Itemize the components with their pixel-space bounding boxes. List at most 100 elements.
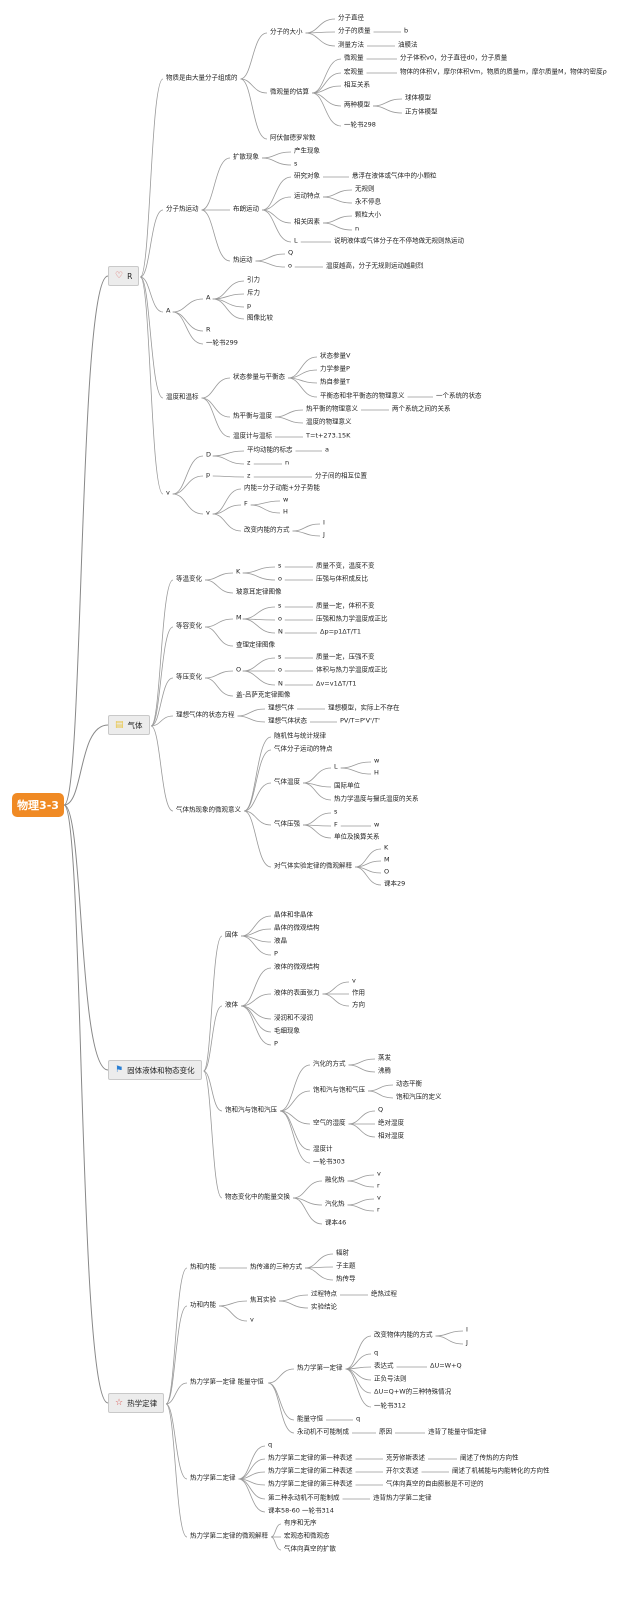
- topic-node[interactable]: 盖-吕萨克定律图像: [236, 690, 291, 699]
- topic-node[interactable]: 等压变化: [176, 672, 202, 681]
- topic-node[interactable]: 查理定律图像: [236, 640, 275, 649]
- topic-node[interactable]: 两种模型: [344, 100, 370, 109]
- topic-node[interactable]: 正方体模型: [405, 107, 438, 116]
- topic-node[interactable]: 固体: [225, 930, 238, 939]
- topic-node[interactable]: 微观量的估算: [270, 87, 309, 96]
- topic-node[interactable]: 状态参量V: [320, 351, 351, 360]
- topic-node[interactable]: 一轮书299: [206, 338, 238, 347]
- topic-node[interactable]: 热力学温度与摄氏温度的关系: [334, 794, 419, 803]
- topic-node[interactable]: 研究对象: [294, 171, 320, 180]
- topic-node[interactable]: 布朗运动: [233, 204, 259, 213]
- topic-node[interactable]: 能量守恒: [297, 1414, 323, 1423]
- topic-node[interactable]: 热传递的三种方式: [250, 1262, 302, 1271]
- topic-node[interactable]: 温度计与温标: [233, 431, 272, 440]
- topic-node[interactable]: 实验结论: [311, 1302, 337, 1311]
- topic-node[interactable]: 理想气体: [268, 703, 294, 712]
- topic-node[interactable]: D: [206, 450, 212, 459]
- topic-node[interactable]: 理想气体状态: [268, 716, 307, 725]
- topic-node[interactable]: 有序和无序: [284, 1518, 317, 1527]
- topic-node[interactable]: o: [288, 261, 292, 270]
- topic-node[interactable]: Q: [378, 1105, 384, 1114]
- topic-node[interactable]: 说明液体或气体分子在不停地做无规则热运动: [334, 236, 464, 245]
- topic-node[interactable]: 改变物体内能的方式: [374, 1330, 433, 1339]
- topic-node[interactable]: v: [206, 508, 210, 517]
- topic-node[interactable]: N: [278, 679, 283, 688]
- topic-node[interactable]: L: [294, 236, 298, 245]
- topic-node[interactable]: q: [374, 1348, 379, 1357]
- topic-node[interactable]: n: [355, 224, 360, 233]
- topic-node[interactable]: 悬浮在液体或气体中的小颗粒: [352, 171, 437, 180]
- topic-node[interactable]: w: [283, 495, 289, 504]
- topic-node[interactable]: 相关因素: [294, 217, 320, 226]
- topic-node[interactable]: 颗粒大小: [355, 210, 381, 219]
- topic-node[interactable]: a: [325, 445, 329, 454]
- topic-node[interactable]: I: [323, 518, 325, 527]
- topic-node[interactable]: 改变内能的方式: [244, 525, 290, 534]
- topic-node[interactable]: 克劳修斯表述: [386, 1453, 425, 1462]
- topic-node[interactable]: 图像比较: [247, 313, 273, 322]
- topic-node[interactable]: F: [334, 820, 338, 829]
- topic-node[interactable]: 热力学第一定律: [297, 1363, 343, 1372]
- topic-node[interactable]: 子主题: [336, 1261, 356, 1270]
- topic-node[interactable]: q: [268, 1440, 273, 1449]
- topic-node[interactable]: s: [278, 561, 282, 570]
- topic-node[interactable]: 状态参量与平衡态: [233, 372, 285, 381]
- topic-node[interactable]: J: [323, 530, 325, 539]
- topic-node[interactable]: v: [166, 488, 170, 497]
- topic-node[interactable]: 毛细现象: [274, 1026, 300, 1035]
- topic-node[interactable]: 等容变化: [176, 621, 202, 630]
- topic-node[interactable]: K: [384, 843, 389, 852]
- topic-node[interactable]: 气体向真空的自由膨胀是不可逆的: [386, 1479, 484, 1488]
- topic-node[interactable]: 热传导: [336, 1274, 356, 1283]
- topic-node[interactable]: 玻意耳定律图像: [236, 587, 282, 596]
- topic-node[interactable]: 产生现象: [294, 146, 320, 155]
- topic-node[interactable]: 正负号法则: [374, 1374, 407, 1383]
- topic-node[interactable]: ΔU=Q+W的三种特殊情况: [374, 1387, 452, 1396]
- topic-node[interactable]: 焦耳实验: [250, 1295, 276, 1304]
- topic-node[interactable]: n: [285, 458, 290, 467]
- topic-node[interactable]: 一轮书312: [374, 1401, 406, 1410]
- topic-node[interactable]: 理想模型，实际上不存在: [328, 703, 400, 712]
- topic-node[interactable]: 热自参量T: [320, 377, 350, 386]
- topic-node[interactable]: 课本29: [384, 879, 406, 888]
- topic-node[interactable]: 液晶: [274, 936, 287, 945]
- topic-node[interactable]: O: [236, 665, 242, 674]
- topic-node[interactable]: P: [274, 949, 278, 958]
- topic-node[interactable]: 运动特点: [294, 191, 320, 200]
- topic-node[interactable]: 饱和汽与饱和汽压: [225, 1105, 277, 1114]
- topic-node[interactable]: 分子直径: [338, 13, 364, 22]
- topic-node[interactable]: v: [352, 976, 356, 985]
- topic-node[interactable]: 单位及换算关系: [334, 832, 380, 841]
- topic-node[interactable]: 汽化的方式: [313, 1059, 346, 1068]
- topic-node[interactable]: 开尔文表述: [386, 1466, 419, 1475]
- topic-node[interactable]: 湿度计: [313, 1144, 333, 1153]
- topic-node[interactable]: 油膜法: [398, 40, 418, 49]
- topic-node[interactable]: H: [374, 768, 379, 777]
- topic-node[interactable]: 热力学第二定律: [190, 1473, 236, 1482]
- topic-node[interactable]: p: [206, 470, 211, 479]
- topic-node[interactable]: P: [274, 1039, 278, 1048]
- topic-node[interactable]: 宏观态和微观态: [284, 1531, 330, 1540]
- topic-node[interactable]: 压强和热力学温度成正比: [316, 614, 388, 623]
- topic-node[interactable]: 平衡态和非平衡态的物理意义: [320, 391, 405, 400]
- topic-node[interactable]: 热和内能: [190, 1262, 216, 1271]
- topic-node[interactable]: K: [236, 567, 241, 576]
- topic-node[interactable]: 微观量: [344, 53, 364, 62]
- topic-node[interactable]: 无规则: [355, 184, 375, 193]
- topic-node[interactable]: 质量一定，压强不变: [316, 652, 375, 661]
- topic-node[interactable]: L: [334, 762, 338, 771]
- topic-node[interactable]: 绝对湿度: [378, 1118, 404, 1127]
- topic-node[interactable]: 理想气体的状态方程: [176, 710, 235, 719]
- topic-node[interactable]: A: [166, 306, 171, 315]
- topic-node[interactable]: 热力学第二定律的第三种表述: [268, 1479, 353, 1488]
- topic-node[interactable]: o: [278, 614, 282, 623]
- topic-node[interactable]: 质量一定，体积不变: [316, 601, 375, 610]
- topic-node[interactable]: 气体温度: [274, 777, 300, 786]
- topic-node[interactable]: o: [278, 665, 282, 674]
- topic-node[interactable]: s: [278, 652, 282, 661]
- topic-node[interactable]: T=t+273.15K: [306, 431, 351, 440]
- topic-node[interactable]: 热力学第二定律的第一种表述: [268, 1453, 353, 1462]
- topic-node[interactable]: q: [356, 1414, 361, 1423]
- topic-node[interactable]: 热平衡与温度: [233, 411, 272, 420]
- topic-node[interactable]: 国际单位: [334, 781, 360, 790]
